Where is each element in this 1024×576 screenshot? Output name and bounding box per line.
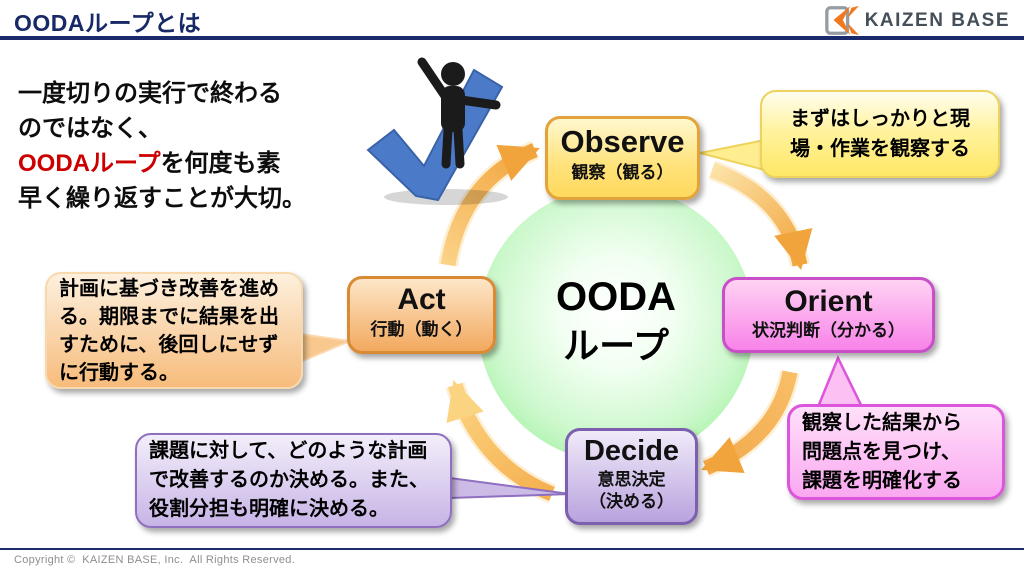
person-body bbox=[441, 86, 465, 132]
logo-star-shape bbox=[833, 5, 851, 36]
node-decide-label-en: Decide bbox=[583, 435, 680, 467]
callout-decide: 課題に対して、どのような計画 で改善するのか決める。また、 役割分担も明確に決め… bbox=[135, 433, 452, 528]
callout-observe-tail bbox=[699, 138, 766, 172]
node-observe-label-jp: 観察（観る） bbox=[571, 163, 674, 182]
ooda-loop-title: OODA ループ bbox=[478, 274, 754, 372]
node-decide: Decide 意思決定 （決める） bbox=[565, 428, 698, 525]
intro-text: 一度切りの実行で終わる のではなく、 OODAループを何度も素 早く繰り返すこと… bbox=[18, 76, 383, 216]
kaizen-base-logo: KAIZEN BASE bbox=[822, 4, 1010, 38]
kaizen-base-logo-icon bbox=[824, 5, 859, 36]
page-title: OODAループとは bbox=[14, 10, 202, 36]
ooda-loop-title-jp: ループ bbox=[563, 325, 669, 366]
copyright-text: Copyright © KAIZEN BASE, Inc. All Rights… bbox=[14, 554, 296, 566]
checkmark-icon bbox=[366, 68, 504, 202]
callout-decide-tail bbox=[449, 476, 571, 500]
callout-act-tail bbox=[299, 332, 354, 364]
callout-observe: まずはしっかりと現 場・作業を観察する bbox=[760, 90, 1000, 178]
logo-bracket-shape bbox=[824, 6, 849, 35]
figure-shadow bbox=[384, 189, 508, 205]
node-act-label-en: Act bbox=[397, 283, 446, 316]
intro-text-red: OODAループ bbox=[18, 150, 161, 177]
footer-divider bbox=[0, 548, 1024, 550]
node-orient: Orient 状況判断（分かる） bbox=[722, 277, 935, 353]
node-decide-label-jp: 意思決定 （決める） bbox=[589, 470, 674, 511]
node-act-label-jp: 行動（動く） bbox=[370, 320, 473, 339]
callout-act: 計画に基づき改善を進め る。期限までに結果を出 すために、後回しにせず に行動す… bbox=[45, 272, 303, 389]
header-divider bbox=[0, 36, 1024, 40]
node-orient-label-jp: 状況判断（分かる） bbox=[752, 321, 905, 340]
intro-text-black-2: を何度も素 早く繰り返すことが大切。 bbox=[18, 150, 306, 212]
stick-person-figure bbox=[417, 57, 501, 169]
logo-text: KAIZEN BASE bbox=[864, 10, 1010, 31]
node-orient-label-en: Orient bbox=[784, 285, 873, 318]
node-observe-label-en: Observe bbox=[560, 124, 685, 159]
person-head bbox=[441, 62, 465, 86]
node-act: Act 行動（動く） bbox=[347, 276, 496, 354]
node-observe: Observe 観察（観る） bbox=[545, 116, 700, 200]
intro-text-black-1: 一度切りの実行で終わる のではなく、 bbox=[18, 80, 282, 142]
ooda-loop-title-en: OODA bbox=[556, 275, 676, 319]
callout-orient-tail bbox=[816, 354, 865, 409]
callout-orient: 観察した結果から 問題点を見つけ、 課題を明確化する bbox=[787, 404, 1005, 500]
